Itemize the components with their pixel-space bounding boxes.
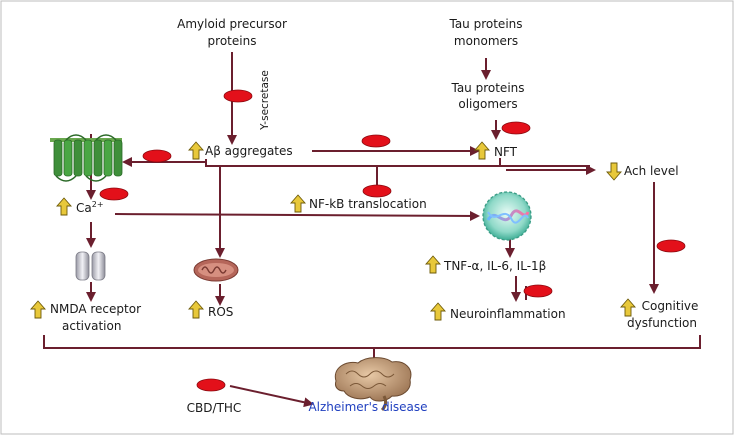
inhibitor-oval-oligomers [501, 121, 531, 135]
alzheimers-disease-label: Alzheimer's disease [308, 400, 427, 414]
up-arrow-icon [620, 298, 636, 317]
inhibitor-oval-secretase [223, 89, 253, 103]
brain-icon [334, 357, 412, 412]
up-arrow-icon [290, 194, 306, 213]
ros-label: ROS [208, 305, 233, 319]
up-arrow-icon [188, 300, 204, 319]
tau-monomers-label-line1: Tau proteins [448, 17, 522, 31]
bracket-abeta-nft [205, 158, 501, 167]
up-arrow-icon [188, 141, 204, 160]
nmda-label-line1: NMDA receptor [50, 302, 141, 316]
cbd-thc-label: CBD/THC [187, 401, 242, 415]
tau-monomers-label-line2: monomers [454, 34, 518, 48]
cognitive-label-line2: dysfunction [627, 316, 697, 330]
nmda-label-line2: activation [62, 319, 121, 333]
cognitive-label-line1: Cognitive [642, 299, 699, 313]
inhibitor-oval-nfkb [362, 184, 392, 198]
inhibitor-oval-receptor [142, 149, 172, 163]
up-arrow-icon [430, 302, 446, 321]
up-arrow-icon [474, 141, 490, 160]
gamma-secretase-label: Y-secretase [259, 70, 271, 131]
abeta-label: Aβ aggregates [205, 144, 293, 158]
inhibitor-oval-cbd [196, 378, 226, 392]
edge-cbd-to-alzheimers [229, 385, 314, 408]
gpcr-receptor-icon [50, 134, 123, 182]
app-label-line1: Amyloid precursor [177, 17, 287, 31]
bottom-bracket [43, 335, 701, 349]
ach-level-label: Ach level [624, 164, 679, 178]
tau-oligomers-label-line1: Tau proteins [450, 81, 524, 95]
inhibitor-oval-abeta-nft [361, 134, 391, 148]
mitochondrion-icon [193, 258, 239, 282]
inhibitor-oval-ach [656, 239, 686, 253]
edge-ca-to-nucleus [114, 210, 480, 221]
tau-oligomers-label-line2: oligomers [458, 97, 517, 111]
neuroinflammation-label: Neuroinflammation [450, 307, 566, 321]
calcium-label: Ca2+ [76, 200, 104, 215]
nft-label: NFT [494, 145, 518, 159]
cytokines-label: TNF-α, IL-6, IL-1β [443, 259, 546, 273]
down-arrow-icon [606, 162, 622, 181]
inhibitor-oval-ca [99, 187, 129, 201]
app-label-line2: proteins [208, 34, 257, 48]
nucleus-dna-icon [482, 191, 532, 241]
up-arrow-icon [425, 255, 441, 274]
nfkb-translocation-label: NF-kB translocation [309, 197, 427, 211]
nmda-channel-icon [75, 251, 106, 281]
up-arrow-icon [30, 300, 46, 319]
up-arrow-icon [56, 197, 72, 216]
inhibitor-oval-tnf [523, 284, 553, 298]
